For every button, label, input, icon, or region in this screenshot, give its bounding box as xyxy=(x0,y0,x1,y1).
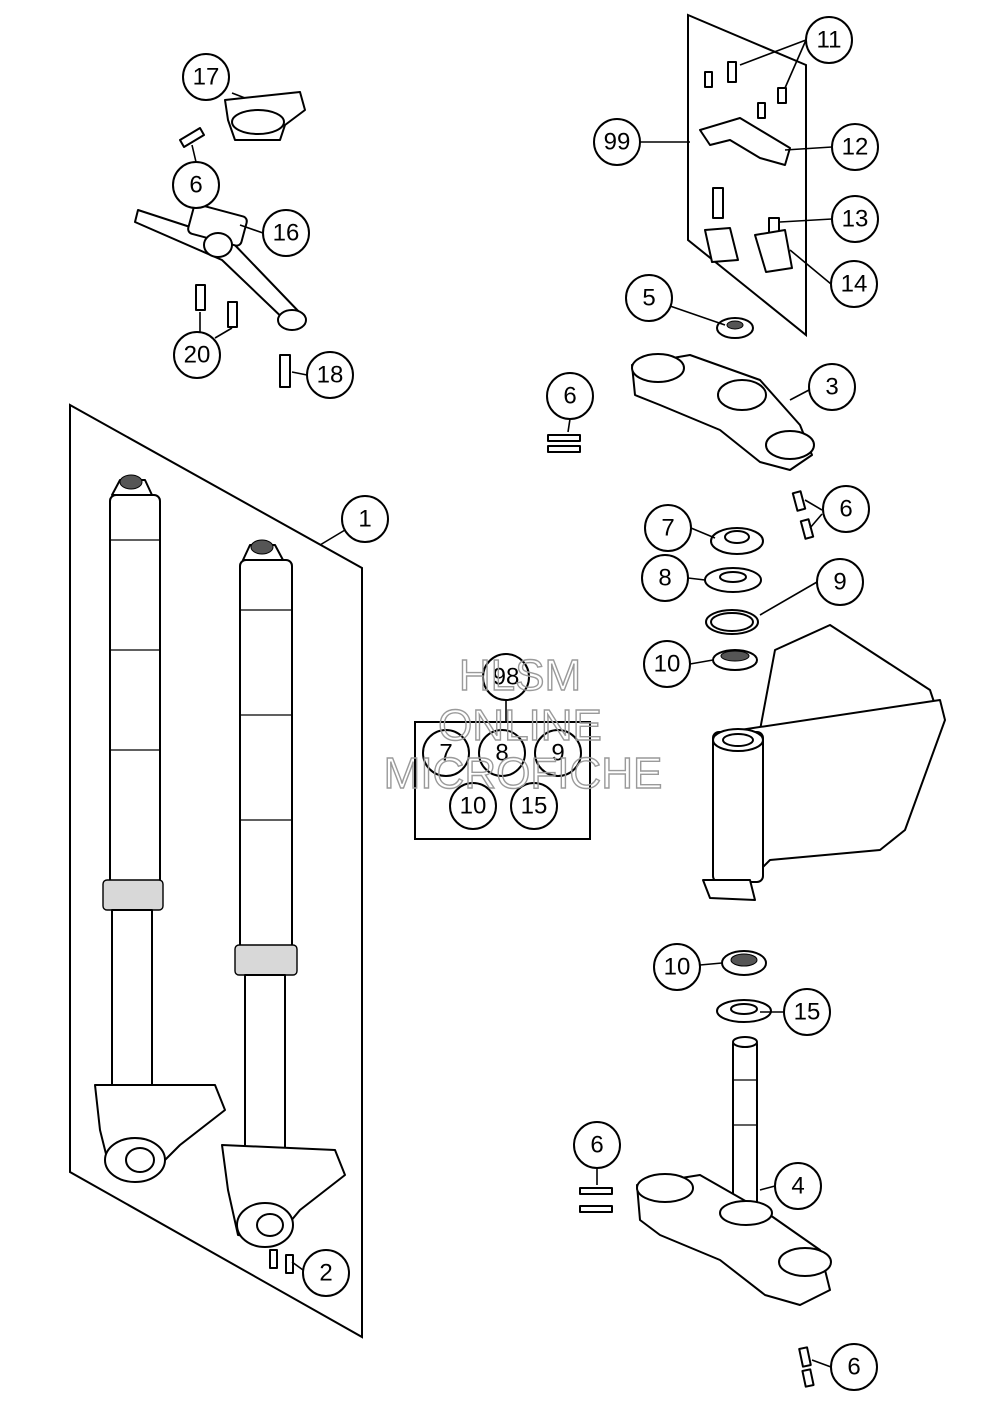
svg-text:6: 6 xyxy=(563,383,576,410)
callout-10-upper[interactable]: 10 xyxy=(643,640,691,688)
callout-4[interactable]: 4 xyxy=(774,1162,822,1210)
svg-text:99: 99 xyxy=(604,129,631,156)
kit-98-item-10[interactable]: 10 xyxy=(449,782,497,830)
o-ring xyxy=(705,609,759,635)
triple-clamp-screws-lower xyxy=(579,1187,815,1388)
svg-text:7: 7 xyxy=(439,740,452,767)
svg-text:6: 6 xyxy=(839,496,852,523)
dust-seal xyxy=(704,567,762,593)
svg-text:1: 1 xyxy=(358,506,371,533)
svg-text:15: 15 xyxy=(794,999,821,1026)
callout-8[interactable]: 8 xyxy=(641,554,689,602)
svg-text:10: 10 xyxy=(664,954,691,981)
callout-14[interactable]: 14 xyxy=(830,260,878,308)
callout-6-upper-clamp[interactable]: 6 xyxy=(546,372,594,420)
frame-head-tube xyxy=(702,624,946,901)
svg-text:17: 17 xyxy=(193,64,220,91)
svg-text:7: 7 xyxy=(661,515,674,542)
callout-13[interactable]: 13 xyxy=(831,195,879,243)
svg-text:5: 5 xyxy=(642,285,655,312)
stem-cap xyxy=(716,317,754,339)
callout-6-right[interactable]: 6 xyxy=(822,485,870,533)
svg-text:6: 6 xyxy=(590,1132,603,1159)
steering-damper xyxy=(134,203,307,331)
callout-3[interactable]: 3 xyxy=(808,363,856,411)
svg-text:9: 9 xyxy=(833,569,846,596)
callout-20[interactable]: 20 xyxy=(173,331,221,379)
svg-text:HLSM: HLSM xyxy=(459,651,581,700)
callout-6-lower-clamp[interactable]: 6 xyxy=(573,1121,621,1169)
kit-98-item-8[interactable]: 8 xyxy=(478,729,526,777)
kit-99-frame xyxy=(687,13,807,338)
svg-text:11: 11 xyxy=(817,27,842,54)
svg-text:8: 8 xyxy=(495,740,508,767)
svg-text:6: 6 xyxy=(189,172,202,199)
svg-text:14: 14 xyxy=(841,271,868,298)
screw-top-left xyxy=(179,127,205,148)
callout-7[interactable]: 7 xyxy=(644,504,692,552)
kit-98-item-7[interactable]: 7 xyxy=(422,729,470,777)
svg-text:3: 3 xyxy=(825,374,838,401)
svg-text:2: 2 xyxy=(319,1260,332,1287)
svg-text:MICROFICHE: MICROFICHE xyxy=(384,749,663,798)
svg-text:9: 9 xyxy=(551,740,564,767)
callout-15[interactable]: 15 xyxy=(783,988,831,1036)
callout-6-top-left[interactable]: 6 xyxy=(172,161,220,209)
lower-triple-clamp xyxy=(636,1036,832,1306)
callout-16[interactable]: 16 xyxy=(262,209,310,257)
svg-text:16: 16 xyxy=(273,220,300,247)
fork-assembly-frame xyxy=(69,403,363,1339)
svg-text:18: 18 xyxy=(317,362,344,389)
svg-text:12: 12 xyxy=(842,134,869,161)
callout-2[interactable]: 2 xyxy=(302,1249,350,1297)
callout-5[interactable]: 5 xyxy=(625,274,673,322)
callout-99[interactable]: 99 xyxy=(593,118,641,166)
damper-pin xyxy=(279,354,291,388)
callout-10-lower[interactable]: 10 xyxy=(653,943,701,991)
svg-text:8: 8 xyxy=(658,565,671,592)
fork-leg-right xyxy=(221,539,346,1248)
svg-text:4: 4 xyxy=(791,1173,804,1200)
triple-clamp-screws-upper xyxy=(547,434,815,540)
callout-98[interactable]: 98 xyxy=(482,653,530,701)
callout-9[interactable]: 9 xyxy=(816,558,864,606)
watermark: HLSM ONLINE MICROFICHE xyxy=(383,650,663,798)
svg-text:15: 15 xyxy=(521,793,548,820)
upper-bearing xyxy=(710,527,764,555)
axle-clamp-screws xyxy=(269,1249,294,1274)
callout-17[interactable]: 17 xyxy=(182,53,230,101)
upper-triple-clamp xyxy=(631,353,815,471)
callout-11[interactable]: 11 xyxy=(805,16,853,64)
svg-text:ONLINE: ONLINE xyxy=(438,701,602,750)
svg-text:10: 10 xyxy=(654,651,681,678)
lower-seal xyxy=(716,999,772,1023)
damper-bolts xyxy=(195,284,238,328)
fork-leg-left xyxy=(94,474,226,1183)
callout-6-bottom-right[interactable]: 6 xyxy=(830,1343,878,1391)
svg-text:20: 20 xyxy=(184,342,211,369)
callout-18[interactable]: 18 xyxy=(306,351,354,399)
leader-lines xyxy=(191,39,833,1368)
kit-98-item-9[interactable]: 9 xyxy=(534,729,582,777)
bearing-race-upper xyxy=(712,649,758,671)
callout-12[interactable]: 12 xyxy=(831,123,879,171)
callout-1[interactable]: 1 xyxy=(341,495,389,543)
svg-text:10: 10 xyxy=(460,793,487,820)
steering-damper-clamp xyxy=(224,91,306,141)
svg-text:13: 13 xyxy=(842,206,869,233)
handlebar-clamp-parts xyxy=(699,61,793,273)
svg-text:6: 6 xyxy=(847,1354,860,1381)
kit-98-item-15[interactable]: 15 xyxy=(510,782,558,830)
kit-98-box xyxy=(414,721,591,840)
svg-text:98: 98 xyxy=(493,664,520,691)
bearing-race-lower xyxy=(721,950,767,976)
